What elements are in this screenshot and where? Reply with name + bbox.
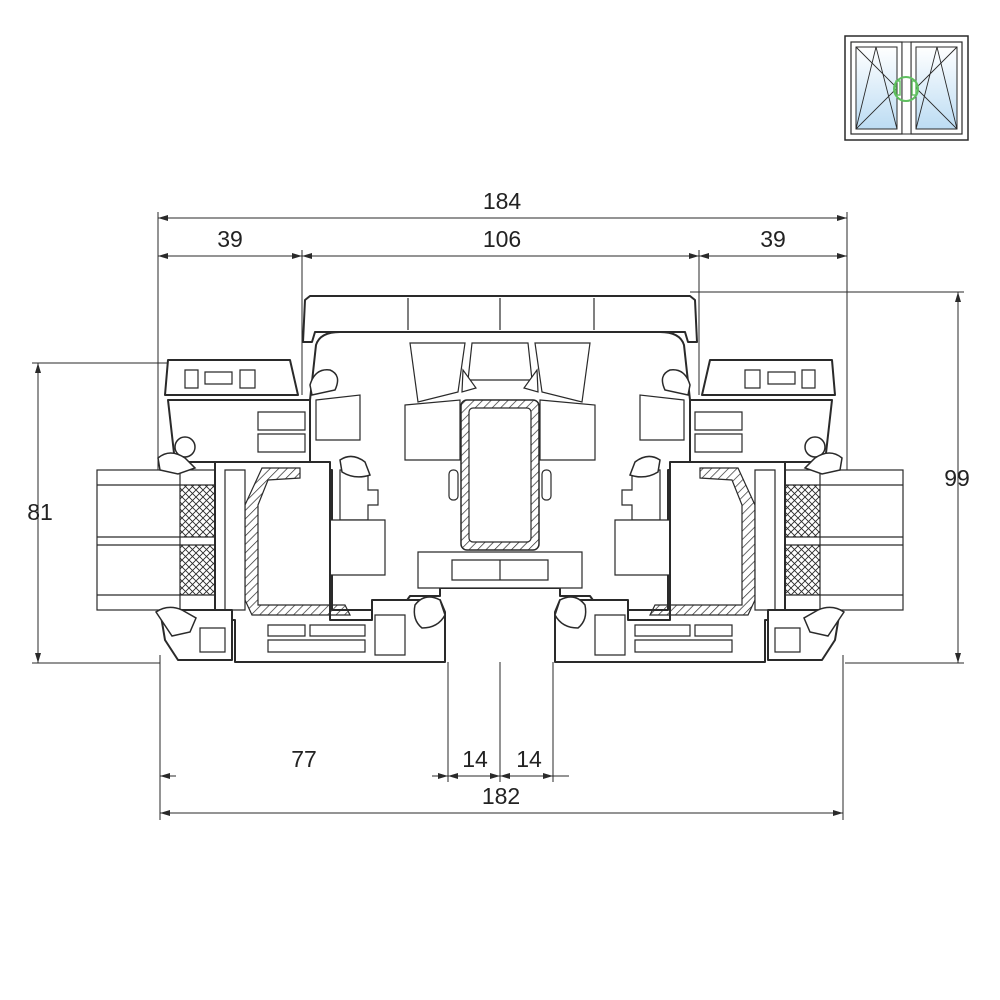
dim-right-top: 39 — [760, 226, 786, 252]
mullion-highlight-icon — [893, 76, 919, 102]
dim-bottom-left: 77 — [291, 746, 317, 772]
dim-center-top: 106 — [483, 226, 521, 252]
left-glazing-unit — [96, 469, 216, 611]
profile-cross-section — [96, 295, 904, 663]
gasket-top-left — [309, 369, 339, 396]
dim-left-top: 39 — [217, 226, 243, 252]
double-window-icon — [844, 35, 969, 141]
dim-overall-top: 184 — [483, 188, 522, 214]
dim-right-height: 99 — [944, 465, 970, 491]
dim-bottom-gap-left: 14 — [462, 746, 488, 772]
right-glazing-unit — [784, 469, 904, 611]
dim-bottom-gap-right: 14 — [516, 746, 542, 772]
dim-left-height: 81 — [27, 499, 53, 525]
dim-overall-bottom: 182 — [482, 783, 520, 809]
gasket-top-right — [661, 369, 691, 396]
dimension-lines — [32, 212, 964, 820]
